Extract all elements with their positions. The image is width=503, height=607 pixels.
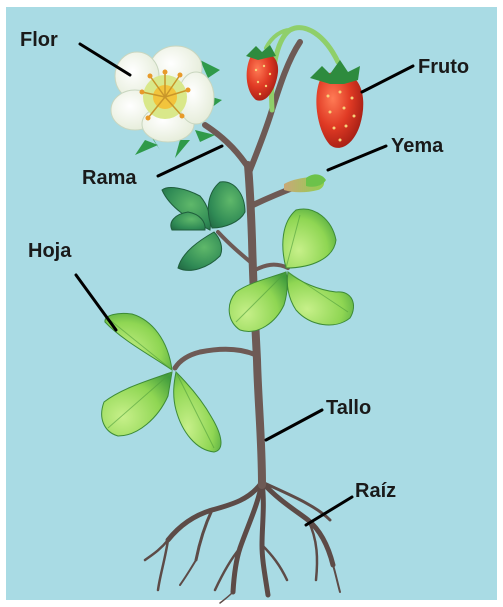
label-hoja: Hoja xyxy=(28,240,72,262)
label-rama: Rama xyxy=(82,167,137,189)
label-raiz: Raíz xyxy=(355,480,396,502)
label-flor: Flor xyxy=(20,29,58,51)
label-tallo: Tallo xyxy=(326,397,371,419)
label-yema: Yema xyxy=(391,135,444,157)
label-fruto: Fruto xyxy=(418,56,469,78)
